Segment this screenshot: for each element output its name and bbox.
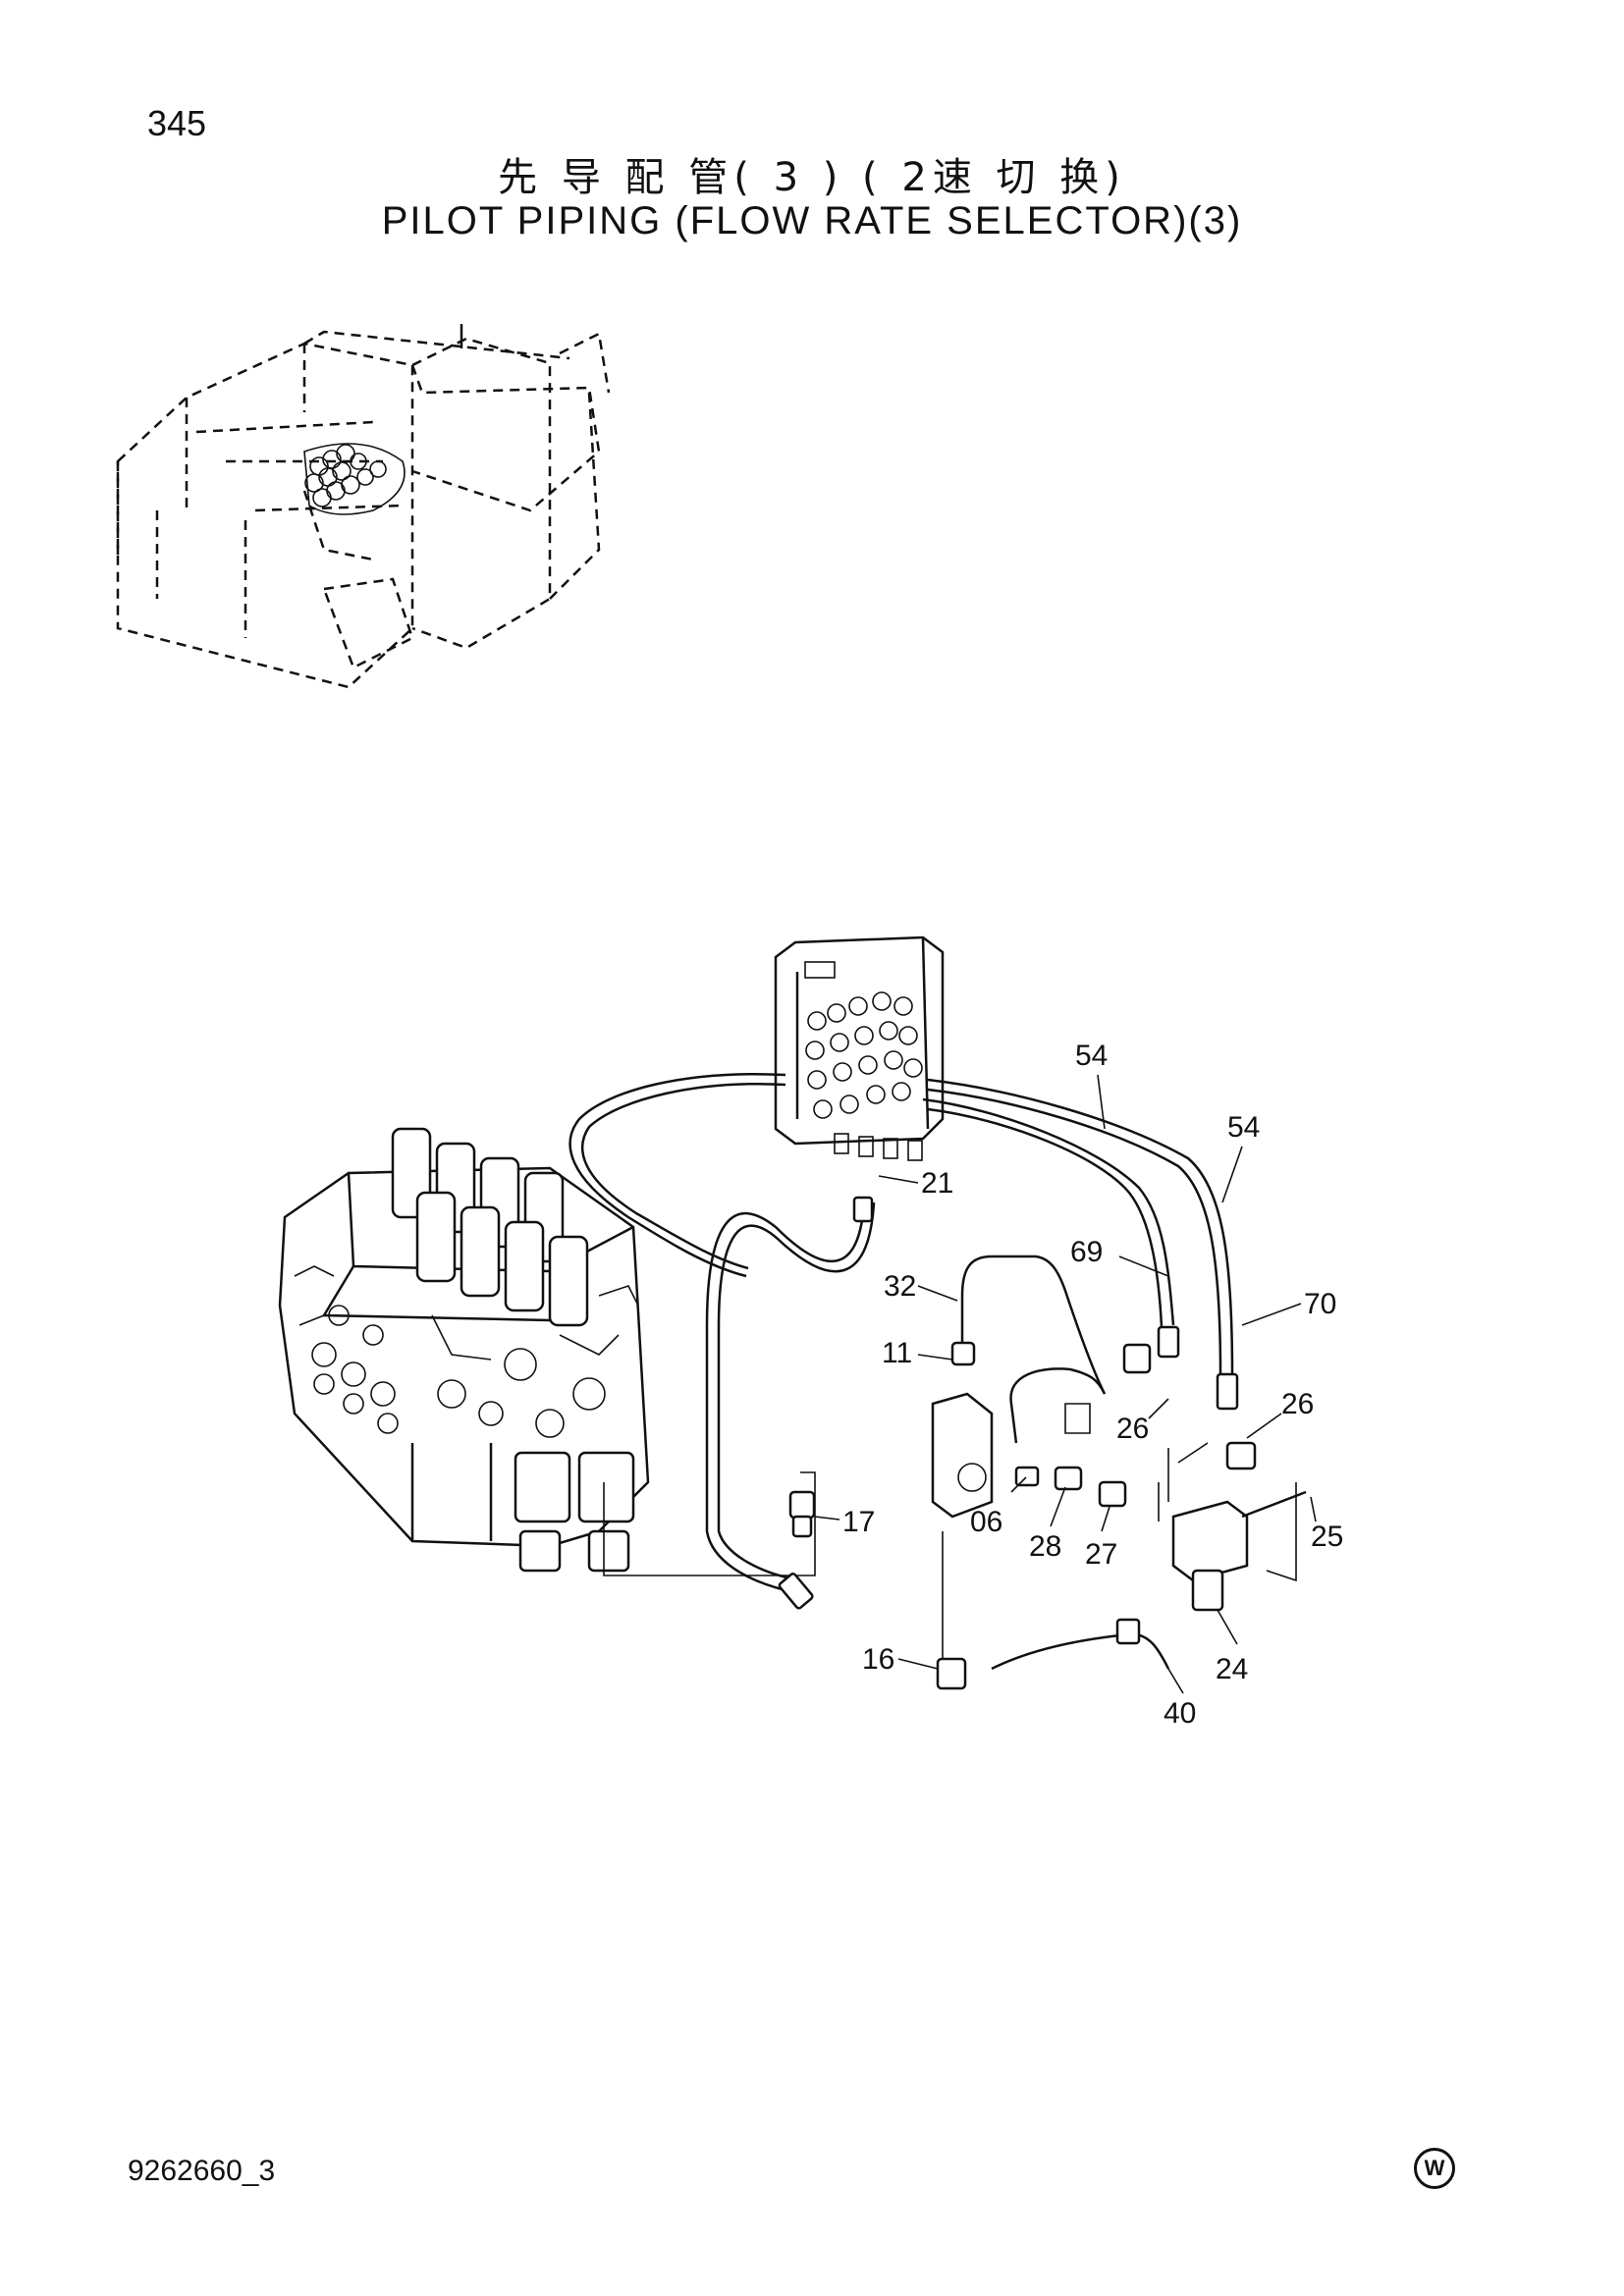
callout-27: 27 [1085,1506,1117,1571]
hoses [568,1073,1239,1610]
pilot-manifold-block [774,935,945,1161]
callout-label: 21 [921,1167,953,1200]
callout-label: 24 [1216,1653,1248,1685]
callout-28: 28 [1029,1486,1066,1563]
callout-label: 27 [1085,1538,1117,1571]
callout-40: 40 [1164,1668,1196,1730]
callout-69: 69 [1070,1236,1169,1277]
callout-25: 25 [1310,1496,1343,1553]
callout-label: 32 [884,1270,916,1303]
callout-label: 70 [1304,1288,1336,1320]
callout-label: 54 [1227,1111,1260,1144]
w-mark-icon: W [1414,2148,1455,2189]
callout-label: 26 [1116,1413,1149,1445]
callout-11: 11 [882,1337,953,1369]
page-title-en: PILOT PIPING (FLOW RATE SELECTOR)(3) [381,199,1243,242]
callout-70: 70 [1241,1288,1336,1326]
page-title-jp: 先 导 配 管( 3 ) ( 2速 切 换) [498,155,1126,200]
callout-label: 69 [1070,1236,1103,1268]
callout-06: 06 [970,1476,1027,1538]
callout-26-b: 26 [1246,1388,1314,1439]
callout-label: 54 [1075,1040,1108,1072]
callout-17: 17 [814,1506,875,1538]
callout-16: 16 [862,1643,939,1676]
callout-label: 11 [882,1337,912,1369]
page-number: 345 [147,103,207,143]
callout-24: 24 [1216,1609,1248,1685]
callout-32: 32 [884,1270,958,1303]
callout-label: 06 [970,1506,1002,1538]
callout-54-b: 54 [1221,1111,1260,1203]
control-valve-assembly [278,1127,816,1576]
fittings [788,1255,1307,1690]
callout-label: 28 [1029,1530,1061,1563]
reference-lines [942,1403,1297,1659]
callout-label: 16 [862,1643,894,1676]
callout-label: 26 [1281,1388,1314,1420]
callout-26-a: 26 [1116,1398,1169,1445]
callout-54-a: 54 [1075,1040,1108,1130]
document-id: 9262660_3 [128,2155,276,2187]
callout-21: 21 [878,1167,953,1200]
machine-overview-illustration [116,324,611,689]
callout-label: 40 [1164,1697,1196,1730]
callout-label: 17 [842,1506,875,1538]
callout-label: 25 [1311,1521,1343,1553]
